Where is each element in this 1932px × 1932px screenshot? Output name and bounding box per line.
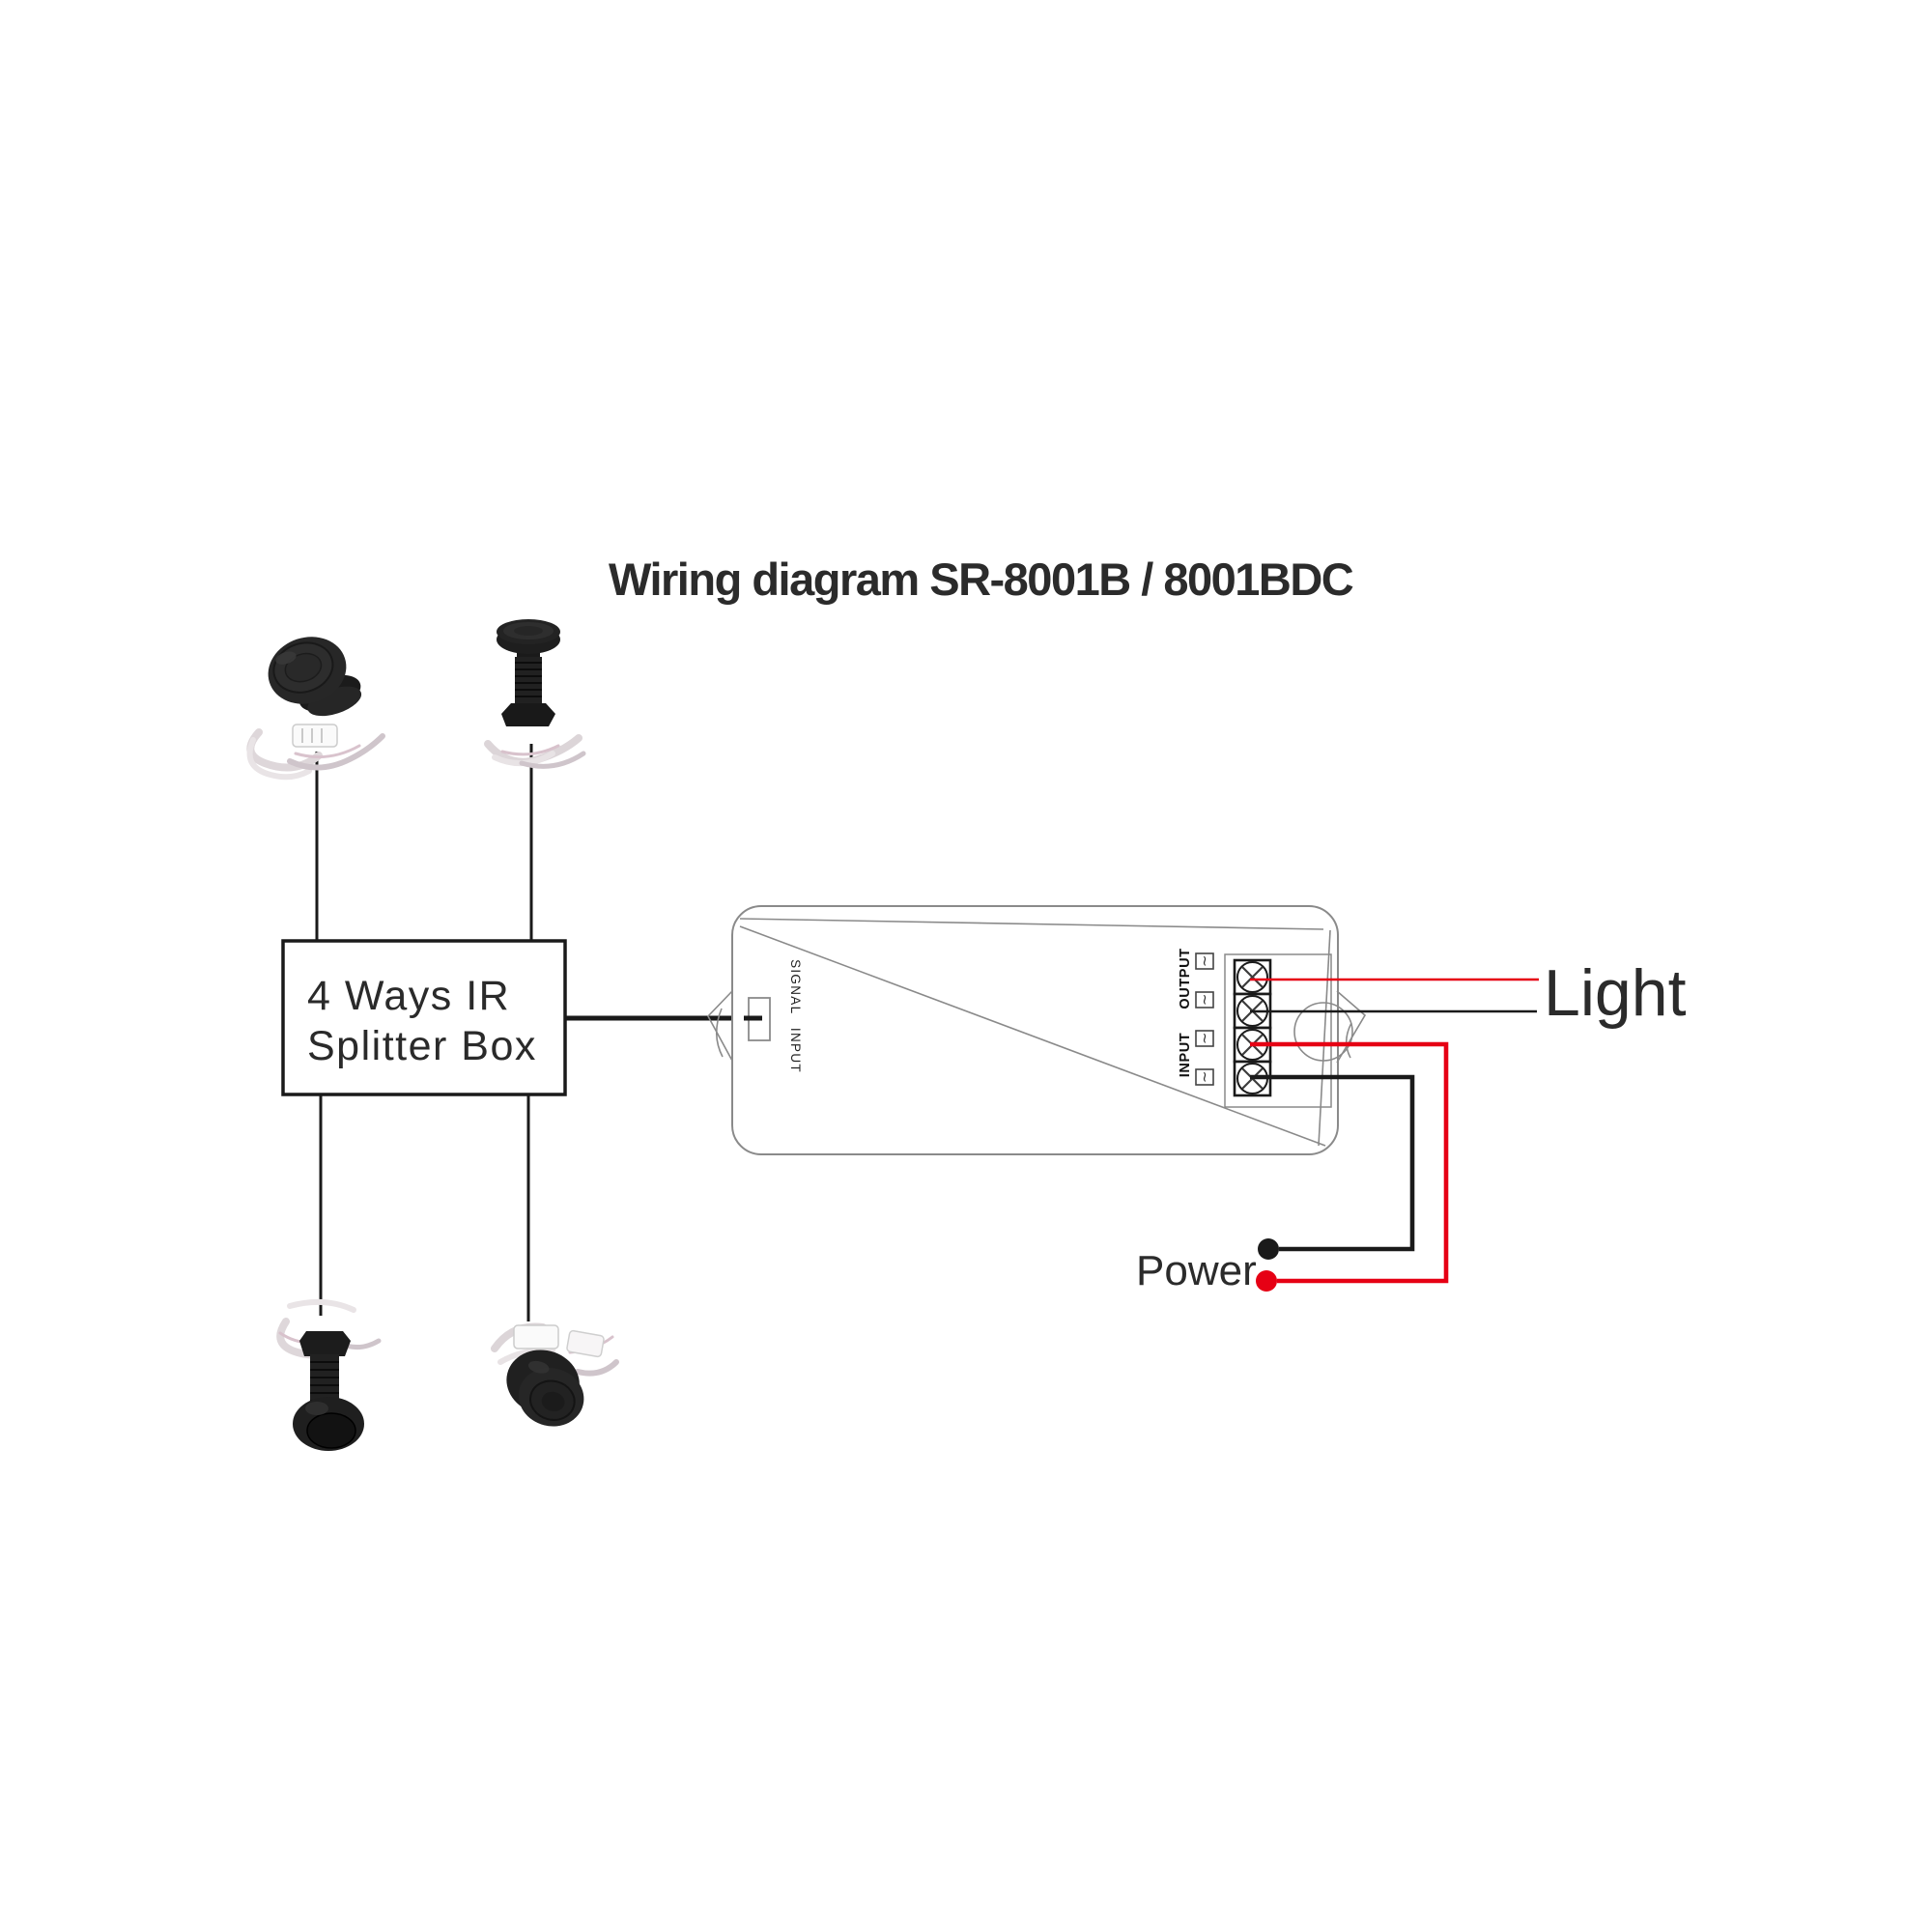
wave-symbol-3: ≀ [1202,1029,1208,1047]
output-label: OUTPUT [1177,948,1193,1009]
wire-power-red [1250,1041,1449,1284]
wave-symbol-1: ≀ [1202,952,1208,970]
splitter-box-label-line2: Splitter Box [307,1023,537,1069]
strain-relief-right [1336,990,1367,1064]
ir-sensor-photo-bottom-right [491,1322,619,1427]
power-terminal-dot-red [1256,1270,1277,1292]
diagram-title: Wiring diagram SR-8001B / 8001BDC [609,554,1354,605]
light-label: Light [1544,956,1687,1030]
sensor-wires [315,744,533,1321]
signal-input-label: SIGNAL INPUT [787,959,803,1073]
wave-symbol-4: ≀ [1202,1067,1208,1086]
cable-gland-circle [1293,1002,1353,1062]
input-label: INPUT [1177,1032,1193,1078]
controller-outline [731,905,1339,1155]
controller-body [707,905,1367,1155]
strain-relief-left-arc [715,1008,724,1058]
controller-lid-top-line [739,918,1324,930]
ir-sensor-photo-top-right [484,619,586,769]
terminal-panel [1224,953,1332,1108]
splitter-box-outline [281,939,567,1096]
sensor1-connector [292,724,338,748]
wave-symbol-2: ≀ [1202,990,1208,1009]
splitter-box-label: 4 Ways IR Splitter Box [307,971,537,1071]
ir-sensor-photo-bottom-left [276,1298,382,1451]
power-label: Power [1136,1247,1257,1294]
sensor4-connector-left [513,1324,559,1350]
controller-lid-right-edge [1318,929,1331,1147]
strain-relief-right-arc [1345,1022,1352,1059]
strain-relief-left [707,990,733,1062]
ir-sensor-photo-top-left [246,637,385,781]
wire-power-black [1250,1074,1415,1252]
terminal-wave-markers [1195,952,1214,1086]
controller-lid-diagonal [739,925,1326,1147]
splitter-box-label-line1: 4 Ways IR [307,973,511,1019]
sensor4-connector-right [566,1329,605,1358]
power-terminal-dot-black [1258,1238,1279,1260]
